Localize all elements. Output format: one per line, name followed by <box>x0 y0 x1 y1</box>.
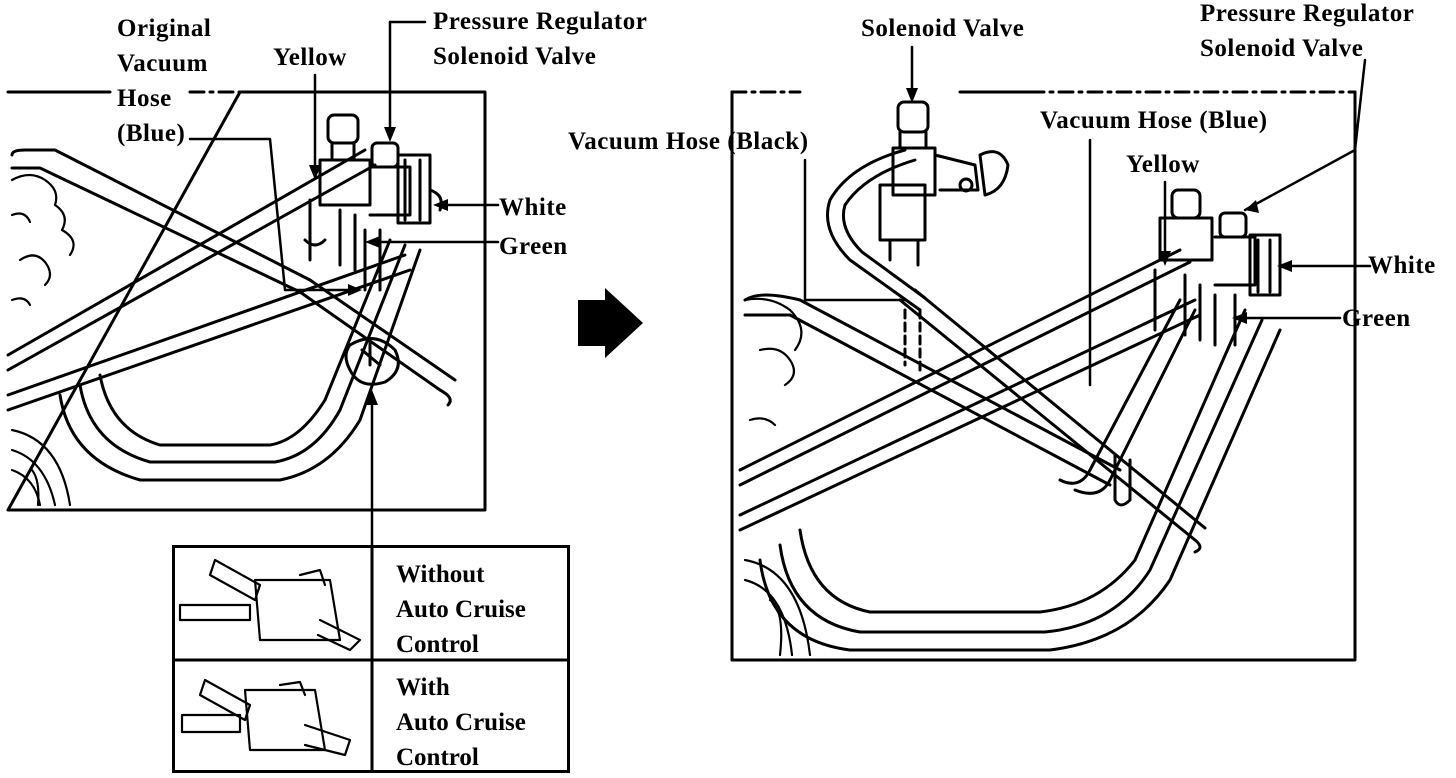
label-line: Solenoid Valve <box>433 43 597 70</box>
label-line: Solenoid Valve <box>1200 35 1364 62</box>
label-yellow-left: Yellow <box>273 44 347 71</box>
cell-line: Control <box>396 744 479 771</box>
label-line: Hose <box>117 85 172 112</box>
left-valve-cluster <box>303 113 443 292</box>
right-figure-frame <box>730 90 1357 662</box>
label-green-right: Green <box>1342 305 1411 332</box>
left-figure-frame <box>6 90 487 512</box>
label-line: Pressure Regulator <box>1200 0 1415 27</box>
cell-line: Auto Cruise <box>396 596 526 623</box>
cell-line: Auto Cruise <box>396 709 526 736</box>
right-solenoid-valve <box>878 100 1010 267</box>
label-line: Original <box>117 15 212 42</box>
label-solenoid-valve: Solenoid Valve <box>861 15 1025 42</box>
label-vacuum-hose-black: Vacuum Hose (Black) <box>568 128 809 155</box>
cell-line: Control <box>396 631 479 658</box>
label-pressure-regulator-right: Pressure Regulator Solenoid Valve <box>1200 0 1414 66</box>
left-frame-tubes <box>6 148 457 482</box>
right-leaders <box>803 45 1372 387</box>
label-white-right: White <box>1368 252 1436 279</box>
fitting-sketch-without <box>178 558 362 652</box>
label-original-vacuum-hose: Original Vacuum Hose (Blue) <box>117 11 211 151</box>
right-arrowheads <box>906 88 1292 324</box>
label-line: Vacuum <box>117 50 208 77</box>
left-arrowheads <box>309 127 448 405</box>
options-table-lines <box>172 545 570 773</box>
left-leaders <box>188 20 500 547</box>
label-line: (Blue) <box>117 120 186 147</box>
table-row-without: Without Auto Cruise Control <box>396 557 526 662</box>
right-engine-outline <box>743 297 812 657</box>
label-line: Pressure Regulator <box>433 8 648 35</box>
left-engine-outline <box>10 173 75 507</box>
label-vacuum-hose-blue: Vacuum Hose (Blue) <box>1040 107 1268 134</box>
right-frame-tubes <box>738 248 1282 652</box>
options-table: Without Auto Cruise Control With Auto Cr… <box>172 545 570 773</box>
cell-line: Without <box>396 561 485 588</box>
label-green-left: Green <box>499 233 568 260</box>
table-row-with: With Auto Cruise Control <box>396 670 526 775</box>
cell-line: With <box>396 674 450 701</box>
fitting-sketch-with <box>180 678 352 757</box>
label-pressure-regulator-left: Pressure Regulator Solenoid Valve <box>433 4 647 74</box>
label-yellow-right: Yellow <box>1126 151 1200 178</box>
right-arrow-icon <box>578 288 643 358</box>
right-black-hose <box>826 148 927 372</box>
label-white-left: White <box>499 194 567 221</box>
